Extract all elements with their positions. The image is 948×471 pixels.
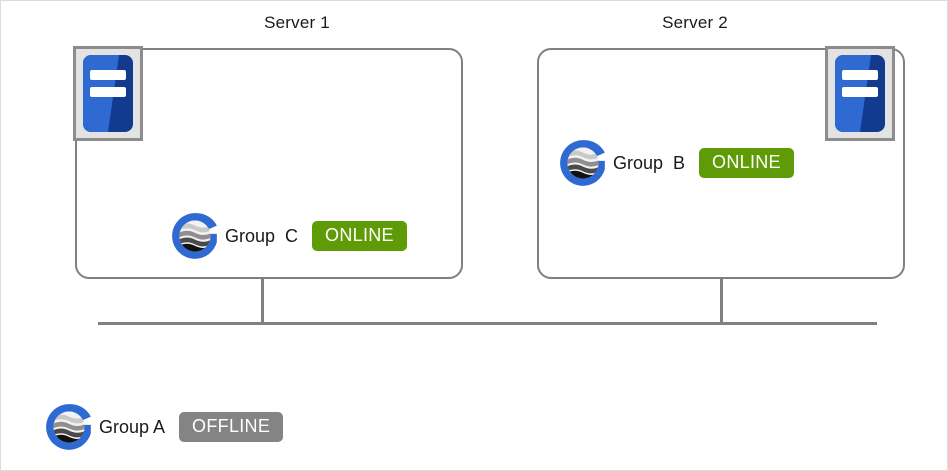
rack-slot-1 [841, 70, 878, 81]
rack-slot-2 [89, 86, 126, 97]
server-2-connector-line [720, 279, 723, 324]
rack-chassis [835, 55, 885, 132]
rack-slot-1 [89, 70, 126, 81]
group-row-a[interactable]: Group A OFFLINE [43, 401, 284, 453]
server-1-connector-line [261, 279, 264, 324]
group-b-status-badge: ONLINE [699, 148, 794, 178]
rack-slot-2 [841, 86, 878, 97]
network-bus-line [98, 322, 877, 325]
group-globe-logo [46, 404, 91, 450]
group-row-b[interactable]: Group B ONLINE [557, 137, 794, 189]
rack-chassis [83, 55, 133, 132]
server-rack-icon [825, 46, 895, 141]
group-c-status-badge: ONLINE [312, 221, 407, 251]
group-c-label: Group C [225, 225, 299, 246]
group-globe-logo [560, 140, 605, 186]
group-globe-logo [172, 213, 217, 259]
group-b-label: Group B [613, 152, 686, 173]
group-a-label: Group A [99, 416, 166, 437]
group-a-status-badge: OFFLINE [179, 412, 284, 442]
server-rack-icon [73, 46, 143, 141]
group-row-c[interactable]: Group C ONLINE [169, 210, 407, 262]
server-2-title: Server 2 [662, 13, 728, 32]
server-1-title: Server 1 [264, 13, 330, 32]
